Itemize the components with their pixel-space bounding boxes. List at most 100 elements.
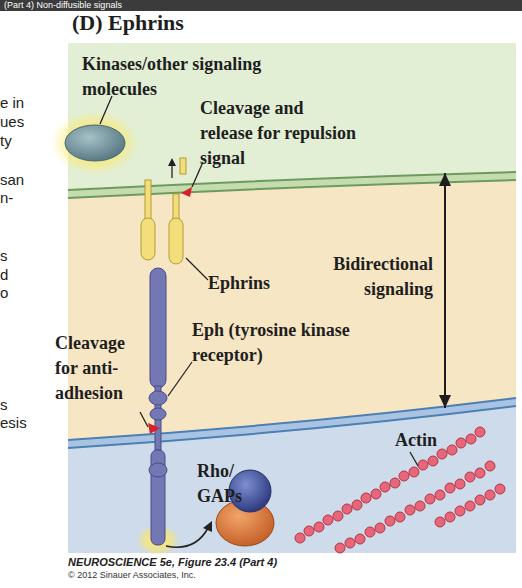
panel-title: (D) Ephrins: [72, 10, 372, 36]
actin-bead: [355, 534, 365, 544]
ephrin-ligand: [141, 218, 155, 260]
actin-bead: [475, 495, 485, 505]
actin-bead: [361, 493, 371, 503]
actin-bead: [399, 471, 409, 481]
actin-bead: [405, 505, 415, 515]
kinase-molecule: [65, 125, 125, 161]
ephrin-ligand: [169, 218, 183, 264]
actin-bead: [465, 501, 475, 511]
actin-bead: [342, 504, 352, 514]
leader-line: [410, 452, 418, 466]
ephrin-stalk: [173, 194, 179, 220]
actin-bead: [425, 494, 435, 504]
actin-bead: [495, 484, 505, 494]
slide-text-fragment: d: [0, 266, 40, 284]
actin-bead: [485, 490, 495, 500]
slide-text-fragment: s: [0, 396, 40, 414]
membrane-line: [68, 406, 516, 448]
actin-bead: [323, 515, 333, 525]
actin-bead: [466, 434, 476, 444]
actin-bead: [314, 522, 324, 532]
bidirectional-arrow: [439, 173, 451, 408]
actin-bead: [365, 527, 375, 537]
blue-cell: [68, 398, 516, 553]
actin-bead: [455, 506, 465, 516]
ephrin-stalk: [145, 180, 151, 220]
actin-bead: [475, 468, 485, 478]
actin-bead: [428, 456, 438, 466]
actin-bead: [485, 461, 495, 471]
actin-bead: [371, 489, 381, 499]
arrowhead: [439, 173, 451, 186]
edge-label: Bidirectional signaling: [298, 252, 433, 302]
arrowhead: [168, 158, 176, 166]
leader-line: [140, 412, 148, 427]
extracellular-space: [68, 43, 516, 553]
signal-arrow: [166, 528, 208, 547]
arrowhead: [203, 521, 212, 532]
actin-bead: [385, 516, 395, 526]
actin-bead: [456, 438, 466, 448]
eph-domain: [149, 391, 167, 405]
part-label: Cleavage and release for repulsion signa…: [200, 96, 360, 171]
actin-bead: [435, 490, 445, 500]
slide-text-fragment: o: [0, 284, 40, 302]
membrane-line: [68, 180, 516, 198]
signal-glow: [51, 111, 139, 175]
membrane-line: [68, 398, 516, 440]
actin-bead: [395, 512, 405, 522]
cleaved-fragment: [180, 158, 186, 174]
cell-region: Kinases/other signaling moleculesCleavag…: [68, 43, 516, 173]
part-label: Eph (tyrosine kinase receptor): [192, 318, 352, 368]
slide-text-fragment: san: [0, 171, 40, 189]
actin-bead: [295, 533, 305, 543]
arrowhead: [439, 395, 451, 408]
actin-bead: [345, 538, 355, 548]
cleavage-mark: [181, 187, 192, 197]
slide-text-fragment: e in: [0, 94, 40, 112]
part-label: Kinases/other signaling molecules: [82, 52, 297, 102]
actin-bead: [333, 511, 343, 521]
leader-line: [168, 362, 192, 396]
actin-filament: [295, 427, 505, 553]
actin-bead: [352, 500, 362, 510]
figure-caption: NEUROSCIENCE 5e, Figure 23.4 (Part 4): [68, 555, 488, 569]
actin-bead: [380, 482, 390, 492]
eph-domain: [150, 408, 166, 420]
actin-bead: [435, 517, 445, 527]
leader-line: [100, 96, 112, 124]
actin-bead: [445, 483, 455, 493]
slide-text-fragment: s: [0, 247, 40, 265]
part-label: Actin: [395, 428, 465, 453]
part-label: Ephrins: [208, 271, 298, 296]
slide-banner: [0, 0, 522, 11]
release-arrow: [171, 164, 172, 178]
eph-domain: [149, 463, 167, 477]
actin-bead: [475, 427, 485, 437]
part-label: Cleavage for anti-adhesion: [55, 331, 147, 406]
slide-text-fragment: esis: [0, 414, 40, 432]
actin-bead: [390, 478, 400, 488]
arrow-line: [444, 173, 446, 408]
actin-bead: [455, 479, 465, 489]
actin-bead: [375, 523, 385, 533]
actin-bead: [445, 512, 455, 522]
actin-bead: [418, 460, 428, 470]
leader-line: [186, 258, 208, 280]
actin-bead: [304, 526, 314, 536]
actin-bead: [415, 501, 425, 511]
copyright-note: © 2012 Sinauer Associates, Inc.: [68, 570, 368, 581]
part-label: Rho/ GAPs: [197, 459, 245, 509]
eph-receptor: [150, 268, 166, 388]
green-cell: [68, 43, 516, 190]
green-membrane: [68, 172, 516, 198]
actin-bead: [409, 467, 419, 477]
protein-complex: Rho/ GAPs: [195, 455, 290, 550]
actin-bead: [437, 449, 447, 459]
actin-bead: [335, 543, 345, 553]
actin-bead: [465, 472, 475, 482]
blue-membrane: [68, 398, 516, 448]
slide-text-fragment: ty: [0, 132, 40, 150]
